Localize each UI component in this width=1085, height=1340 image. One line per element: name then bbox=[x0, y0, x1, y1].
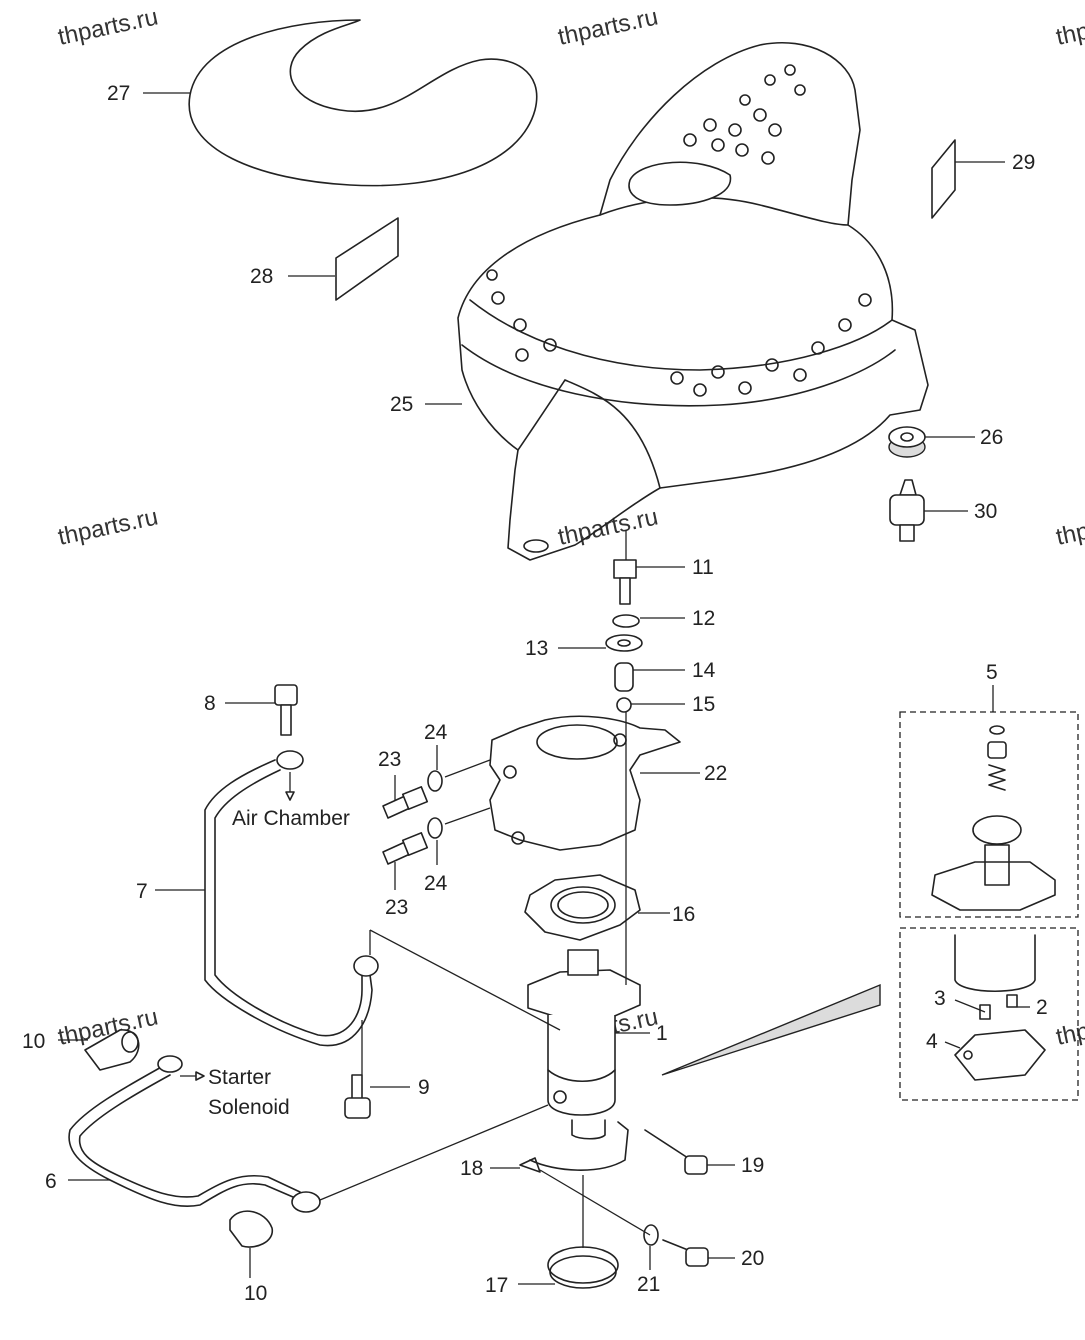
callout-20: 20 bbox=[741, 1247, 764, 1270]
callout-23-lower: 23 bbox=[385, 896, 408, 919]
callout-27: 27 bbox=[107, 82, 130, 105]
inset-brush-assembly bbox=[899, 927, 1079, 1101]
watermark: thparts.ru bbox=[1054, 503, 1085, 550]
callout-6: 6 bbox=[45, 1170, 57, 1193]
part-9-bolt bbox=[344, 1074, 371, 1119]
part-20-bolt bbox=[662, 1239, 709, 1267]
callout-5: 5 bbox=[986, 661, 998, 684]
callout-17: 17 bbox=[485, 1274, 508, 1297]
vent-holes bbox=[486, 64, 872, 397]
watermark: thparts.ru bbox=[556, 3, 661, 50]
callout-26: 26 bbox=[980, 426, 1003, 449]
callout-10-lower: 10 bbox=[244, 1282, 267, 1305]
air-chamber-note: Air Chamber bbox=[232, 807, 350, 830]
watermark: thparts.ru bbox=[56, 3, 161, 50]
callout-19: 19 bbox=[741, 1154, 764, 1177]
part-25-flywheel-cover bbox=[457, 41, 929, 561]
watermark: thparts.ru bbox=[1054, 1003, 1085, 1050]
starter-solenoid-note-line2: Solenoid bbox=[208, 1096, 290, 1119]
callout-1: 1 bbox=[656, 1022, 668, 1045]
part-27-pad bbox=[188, 19, 538, 187]
part-6-tube bbox=[68, 1055, 321, 1213]
callout-numbers: 27 28 29 25 26 30 11 12 13 14 15 22 24 2… bbox=[22, 82, 1048, 1305]
part-26-grommet bbox=[888, 426, 926, 458]
part-16-gasket bbox=[524, 874, 641, 941]
notes: Air Chamber Starter Solenoid bbox=[208, 807, 350, 1119]
callout-9: 9 bbox=[418, 1076, 430, 1099]
part-7-tube bbox=[204, 750, 379, 1047]
callout-29: 29 bbox=[1012, 151, 1035, 174]
callout-16: 16 bbox=[672, 903, 695, 926]
part-30-stud bbox=[889, 479, 925, 542]
part-13-washer bbox=[605, 634, 643, 652]
callout-2: 2 bbox=[1036, 996, 1048, 1019]
callout-10-upper: 10 bbox=[22, 1030, 45, 1053]
part-14-dowel bbox=[614, 662, 634, 692]
watermark: thparts.ru bbox=[56, 503, 161, 550]
callout-8: 8 bbox=[204, 692, 216, 715]
callout-14: 14 bbox=[692, 659, 716, 682]
callout-22: 22 bbox=[704, 762, 727, 785]
inset-5-drive bbox=[899, 711, 1079, 918]
callout-15: 15 bbox=[692, 693, 715, 716]
starter-solenoid-note-line1: Starter bbox=[208, 1066, 271, 1089]
part-15-fitting bbox=[616, 697, 632, 713]
part-23-bolt-lower bbox=[382, 832, 429, 865]
part-10-cap-upper bbox=[84, 1029, 140, 1071]
part-24-washer-upper bbox=[427, 770, 443, 792]
part-28-decal bbox=[335, 217, 399, 301]
callout-28: 28 bbox=[250, 265, 273, 288]
part-10-cap-lower bbox=[229, 1210, 273, 1248]
watermark: thparts.ru bbox=[1054, 3, 1085, 50]
part-17-band bbox=[547, 1246, 619, 1289]
callout-24-upper: 24 bbox=[424, 721, 448, 744]
part-8-bolt bbox=[274, 684, 298, 736]
part-24-washer-lower bbox=[427, 817, 443, 839]
callout-3: 3 bbox=[934, 987, 946, 1010]
part-1-starter-motor bbox=[527, 949, 641, 1140]
callout-18: 18 bbox=[460, 1157, 483, 1180]
callout-25: 25 bbox=[390, 393, 413, 416]
callout-4: 4 bbox=[926, 1030, 938, 1053]
watermark: thparts.ru bbox=[556, 503, 661, 550]
callout-13: 13 bbox=[525, 637, 548, 660]
part-23-bolt-upper bbox=[382, 786, 429, 819]
callout-11: 11 bbox=[692, 556, 714, 579]
inset-pointer bbox=[661, 983, 881, 1076]
callout-7: 7 bbox=[136, 880, 148, 903]
part-11-bolt bbox=[613, 559, 637, 605]
part-12-lock-washer bbox=[612, 614, 640, 628]
part-19-bolt bbox=[644, 1129, 708, 1175]
callout-24-lower: 24 bbox=[424, 872, 448, 895]
callout-23-upper: 23 bbox=[378, 748, 401, 771]
part-22-bracket bbox=[489, 715, 681, 851]
callout-21: 21 bbox=[637, 1273, 660, 1296]
part-18-clamp-band bbox=[519, 1121, 629, 1173]
part-29-decal bbox=[931, 139, 956, 219]
callout-12: 12 bbox=[692, 607, 715, 630]
part-21-washer bbox=[643, 1224, 659, 1246]
callout-30: 30 bbox=[974, 500, 997, 523]
leader-lines bbox=[58, 92, 1030, 1285]
